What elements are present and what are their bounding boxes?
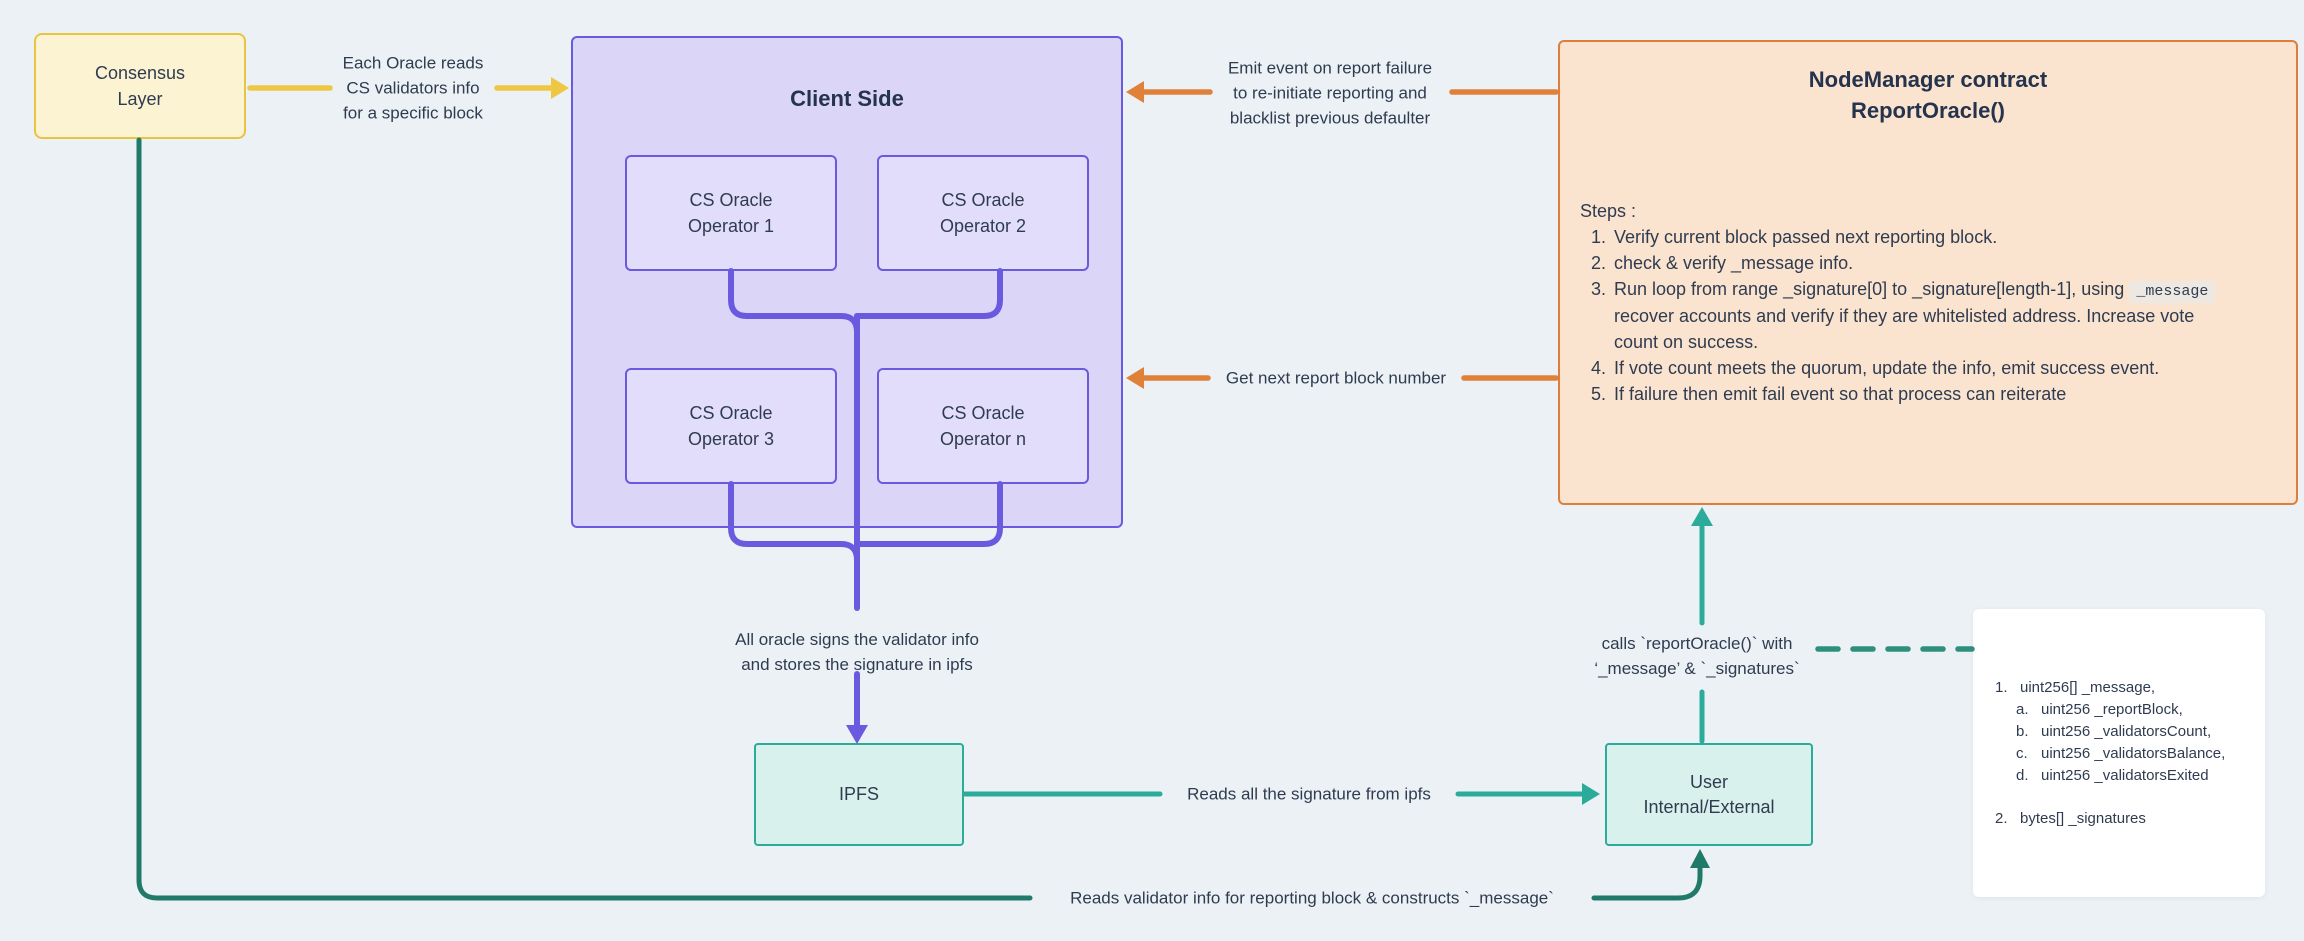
step-1: 1. Verify current block passed next repo… bbox=[1580, 224, 2220, 250]
step-3-text-post: recover accounts and verify if they are … bbox=[1614, 306, 2195, 352]
steps-heading: Steps : bbox=[1580, 201, 1637, 221]
param-item-2-number: 2. bbox=[1995, 810, 2008, 827]
param-sub-b-text: uint256 _validatorsCount, bbox=[2041, 723, 2212, 740]
edge-user-to-nodemanager bbox=[1691, 507, 1713, 744]
operator-1-label: CS Oracle Operator 1 bbox=[687, 190, 775, 236]
node-ipfs: IPFS bbox=[754, 743, 964, 846]
edge-label-emit-event: Emit event on report failure to re-initi… bbox=[1227, 58, 1433, 128]
param-sub-b-letter: b. bbox=[2016, 723, 2029, 740]
node-cs-oracle-operator-1: CS Oracle Operator 1 bbox=[625, 155, 837, 271]
step-5-number: 5. bbox=[1590, 384, 1606, 404]
step-3-text: Run loop from range _signature[0] to _si… bbox=[1614, 276, 2220, 355]
client-side-title: Client Side bbox=[790, 86, 904, 111]
arrowhead-left-orange-2 bbox=[1126, 367, 1144, 389]
edge-label-calls-report-oracle: calls `reportOracle()` with ‘_message’ &… bbox=[1594, 634, 1800, 678]
consensus-layer-label: Consensus Layer bbox=[94, 63, 186, 109]
operator-2-label: CS Oracle Operator 2 bbox=[939, 190, 1027, 236]
param-sub-d-text: uint256 _validatorsExited bbox=[2041, 767, 2209, 784]
node-cs-oracle-operator-n: CS Oracle Operator n bbox=[877, 368, 1089, 484]
step-2: 2. check & verify _message info. bbox=[1580, 250, 2220, 276]
step-4: 4. If vote count meets the quorum, updat… bbox=[1580, 355, 2220, 381]
param-item-1-text: uint256[] _message, bbox=[2020, 679, 2156, 696]
param-sub-c-letter: c. bbox=[2016, 745, 2028, 762]
param-sub-b: b. uint256 _validatorsCount, bbox=[2016, 721, 2225, 743]
operator-n-label: CS Oracle Operator n bbox=[939, 403, 1027, 449]
step-5-text: If failure then emit fail event so that … bbox=[1614, 384, 2067, 404]
nodemanager-title: NodeManager contract ReportOracle() bbox=[1808, 67, 2048, 123]
step-4-text: If vote count meets the quorum, update t… bbox=[1614, 358, 2160, 378]
param-sub-d-letter: d. bbox=[2016, 767, 2029, 784]
message-code-chip: _message bbox=[2129, 281, 2216, 303]
param-sub-c-text: uint256 _validatorsBalance, bbox=[2041, 745, 2226, 762]
edge-label-cs-read: Each Oracle reads CS validators info for… bbox=[342, 53, 484, 123]
param-item-2-text: bytes[] _signatures bbox=[2020, 810, 2146, 827]
step-3: 3. Run loop from range _signature[0] to … bbox=[1580, 276, 2220, 355]
param-list-gap bbox=[1995, 787, 2225, 808]
parameters-list: 1. uint256[] _message, a. uint256 _repor… bbox=[1973, 609, 2225, 830]
edge-label-reads-validator-info: Reads validator info for reporting block… bbox=[1070, 888, 1554, 908]
step-2-number: 2. bbox=[1590, 253, 1606, 273]
edge-label-reads-signatures: Reads all the signature from ipfs bbox=[1187, 784, 1431, 804]
step-1-number: 1. bbox=[1590, 227, 1606, 247]
edge-label-sign-store: All oracle signs the validator info and … bbox=[735, 630, 979, 674]
node-nodemanager-contract: NodeManager contract ReportOracle() Step… bbox=[1558, 40, 2298, 505]
nodemanager-steps: Steps : 1. Verify current block passed n… bbox=[1580, 198, 2220, 407]
step-2-text: check & verify _message info. bbox=[1614, 253, 1854, 273]
arrowhead-right-teal bbox=[1582, 783, 1600, 805]
node-consensus-layer: Consensus Layer bbox=[34, 33, 246, 139]
user-label: User Internal/External bbox=[1643, 771, 1775, 817]
param-item-1-number: 1. bbox=[1995, 679, 2008, 696]
node-user: User Internal/External bbox=[1605, 743, 1813, 846]
step-5: 5. If failure then emit fail event so th… bbox=[1580, 381, 2220, 407]
arrowhead-right-yellow bbox=[551, 77, 569, 99]
param-sub-a-text: uint256 _reportBlock, bbox=[2041, 701, 2183, 718]
ipfs-label: IPFS bbox=[838, 784, 879, 804]
param-sub-a-letter: a. bbox=[2016, 701, 2029, 718]
param-sub-a: a. uint256 _reportBlock, bbox=[2016, 699, 2225, 721]
edge-client-to-ipfs bbox=[846, 671, 868, 744]
arrowhead-left-orange bbox=[1126, 81, 1144, 103]
arrowhead-down-purple bbox=[846, 725, 868, 744]
param-item-1: 1. uint256[] _message, bbox=[1995, 677, 2225, 699]
step-3-number: 3. bbox=[1590, 279, 1606, 299]
param-sub-d: d. uint256 _validatorsExited bbox=[2016, 765, 2225, 787]
arrowhead-up-green bbox=[1690, 849, 1710, 868]
operator-3-label: CS Oracle Operator 3 bbox=[687, 403, 775, 449]
node-cs-oracle-operator-2: CS Oracle Operator 2 bbox=[877, 155, 1089, 271]
node-cs-oracle-operator-3: CS Oracle Operator 3 bbox=[625, 368, 837, 484]
param-sub-c: c. uint256 _validatorsBalance, bbox=[2016, 743, 2225, 765]
step-4-number: 4. bbox=[1590, 358, 1606, 378]
step-1-text: Verify current block passed next reporti… bbox=[1614, 227, 1998, 247]
param-item-2: 2. bytes[] _signatures bbox=[1995, 808, 2225, 830]
arrowhead-up-teal bbox=[1691, 507, 1713, 526]
step-3-text-pre: Run loop from range _signature[0] to _si… bbox=[1614, 279, 2125, 299]
node-parameters-card: 1. uint256[] _message, a. uint256 _repor… bbox=[1973, 609, 2265, 897]
edge-label-get-next-block: Get next report block number bbox=[1225, 368, 1447, 388]
